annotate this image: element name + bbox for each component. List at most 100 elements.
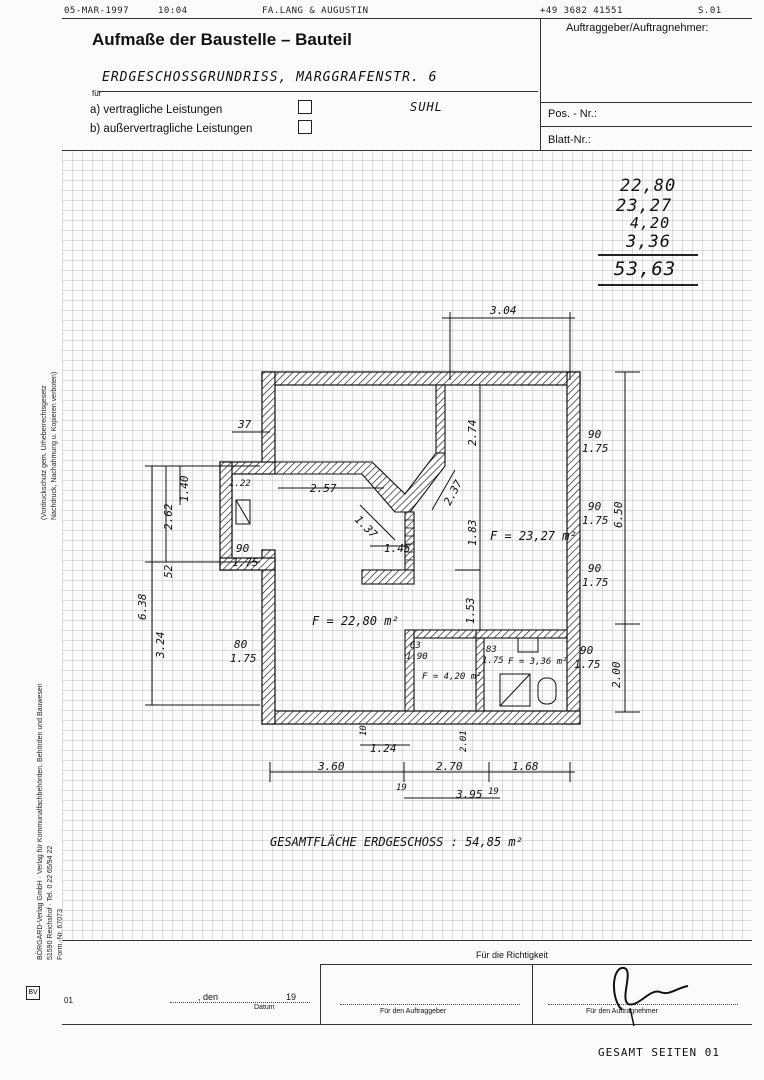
form-title: Aufmaße der Baustelle – Bauteil	[92, 30, 352, 49]
dim-175r4: 1.75	[574, 658, 601, 671]
option-a-label: a) vertragliche Leistungen	[90, 104, 223, 116]
client-label: Auftraggeber/Auftragnehmer:	[566, 22, 709, 34]
dim-90r3: 90	[588, 562, 602, 575]
fax-date: 05-MAR-1997	[64, 6, 130, 16]
dim-140: 1.40	[178, 475, 191, 502]
area-room-3: F = 4,20 m²	[422, 672, 482, 682]
handwritten-signature	[613, 967, 689, 1027]
fax-number: +49 3682 41551	[540, 6, 623, 16]
dim-175r2: 1.75	[582, 514, 609, 527]
dim-19b: 19	[488, 787, 499, 797]
year-label: 19	[286, 992, 297, 1002]
footer-bottom-rule	[62, 1024, 752, 1025]
option-b-label: b) außervertragliche Leistungen	[90, 123, 253, 135]
den-label: , den	[198, 992, 219, 1002]
dim-175a: 1.75	[232, 556, 259, 569]
dim-360: 3.60	[317, 760, 345, 773]
option-a-checkbox[interactable]	[298, 100, 312, 114]
inner-walls	[274, 384, 568, 712]
fax-time: 10:04	[158, 6, 188, 16]
fax-page: S.01	[698, 6, 722, 16]
pos-label: Pos. - Nr.:	[548, 108, 597, 120]
dim-650: 6.50	[612, 501, 625, 528]
header-top-rule	[62, 18, 752, 19]
dim-145: 1.45	[384, 542, 411, 555]
dim-201: 2.01	[459, 730, 469, 752]
dim-153: 1.53	[464, 598, 477, 625]
bathroom-fixtures	[235, 499, 557, 707]
client-signature-line	[340, 1004, 520, 1005]
dim-183: 1.83	[466, 520, 479, 547]
dim-237: 2.37	[441, 478, 465, 508]
copyright-note-2: Nachdruck, Nachahmung u. Kopieren verbot…	[51, 371, 58, 520]
area-room-1: F = 22,80 m²	[312, 614, 399, 628]
publisher-line-3: Form.-Nr. 67073	[57, 909, 64, 960]
publisher-line-1: BÖRGARD-Verlag GmbH · Verlag für Kommuna…	[37, 683, 44, 960]
datum-label: Datum	[254, 1004, 275, 1011]
publisher-line-2: 51590 Reichshof · Tel. 0 22 65/94 22	[47, 845, 54, 960]
sum-value-2: 23,27	[616, 196, 673, 216]
pos-rule	[540, 102, 752, 103]
dim-top: 3.04	[489, 304, 517, 317]
subject-underline	[98, 91, 538, 92]
sum-rule-1	[598, 254, 698, 256]
footer-top-rule	[62, 940, 752, 941]
outer-walls	[219, 371, 581, 725]
sum-rule-2	[598, 284, 698, 286]
dim-190: 1.90	[406, 652, 428, 662]
dim-175b: 1.75	[230, 652, 257, 665]
footer-divider-2	[532, 964, 533, 1024]
dim-124: 1.24	[370, 742, 397, 755]
dim-52: 52	[162, 564, 175, 578]
dim-262: 2.62	[162, 503, 175, 530]
area-labels: F = 22,80 m² F = 23,27 m² F = 4,20 m² F …	[312, 529, 577, 682]
dim-200: 2.00	[610, 661, 623, 688]
dim-274: 2.74	[466, 420, 479, 447]
dim-90a: 90	[236, 542, 250, 555]
blatt-label: Blatt-Nr.:	[548, 134, 591, 146]
dim-270: 2.70	[436, 760, 463, 773]
total-pages: GESAMT SEITEN 01	[598, 1046, 720, 1059]
dim-168: 1.68	[512, 760, 539, 773]
row-number: 01	[64, 996, 73, 1005]
dim-19a: 19	[396, 783, 407, 793]
contractor-signature-line	[548, 1004, 738, 1005]
footer-mid-rule	[320, 964, 752, 965]
sum-value-1: 22,80	[620, 176, 677, 196]
dim-80: 80	[234, 638, 248, 651]
header-bottom-rule	[62, 150, 752, 151]
dim-37: 37	[237, 418, 252, 431]
dim-90r4: 90	[580, 644, 594, 657]
dim-638: 6.38	[136, 593, 149, 620]
dimension-labels: 3.04 37 1.40 2.62 6.38 52 3.24 90 1.75 8…	[136, 304, 625, 801]
area-room-4: F = 3,36 m²	[508, 657, 568, 667]
dimension-lines	[145, 312, 640, 799]
area-room-2: F = 23,27 m²	[490, 529, 577, 543]
dim-257: 2.57	[310, 482, 337, 495]
date-line	[170, 1002, 310, 1003]
richtigkeit-label: Für die Richtigkeit	[476, 950, 549, 960]
dim-324: 3.24	[154, 632, 167, 660]
header-divider	[540, 18, 541, 150]
dim-122: 1.22	[229, 479, 251, 489]
location-handwritten: SUHL	[410, 100, 443, 114]
dim-175r3: 1.75	[582, 576, 609, 589]
dim-175r1: 1.75	[582, 442, 609, 455]
footer-divider-1	[320, 964, 321, 1024]
dim-137: 1.37	[352, 513, 380, 541]
publisher-logo-icon: BV	[26, 986, 40, 1000]
stair	[405, 519, 414, 561]
subject-handwritten: ERDGESCHOSSGRUNDRISS, MARGGRAFENSTR. 6	[102, 70, 438, 85]
dim-63: 63	[410, 641, 421, 651]
dim-10: 10	[359, 725, 369, 736]
fax-sender: FA.LANG & AUGUSTIN	[262, 6, 369, 16]
sum-value-3: 4,20	[630, 214, 671, 232]
dim-83: 83	[486, 645, 497, 655]
sum-value-4: 3,36	[626, 232, 671, 252]
sum-total: 53,63	[614, 258, 677, 280]
option-b-checkbox[interactable]	[298, 120, 312, 134]
dim-395: 3.95	[455, 788, 483, 801]
fuer-label: für	[92, 89, 102, 98]
